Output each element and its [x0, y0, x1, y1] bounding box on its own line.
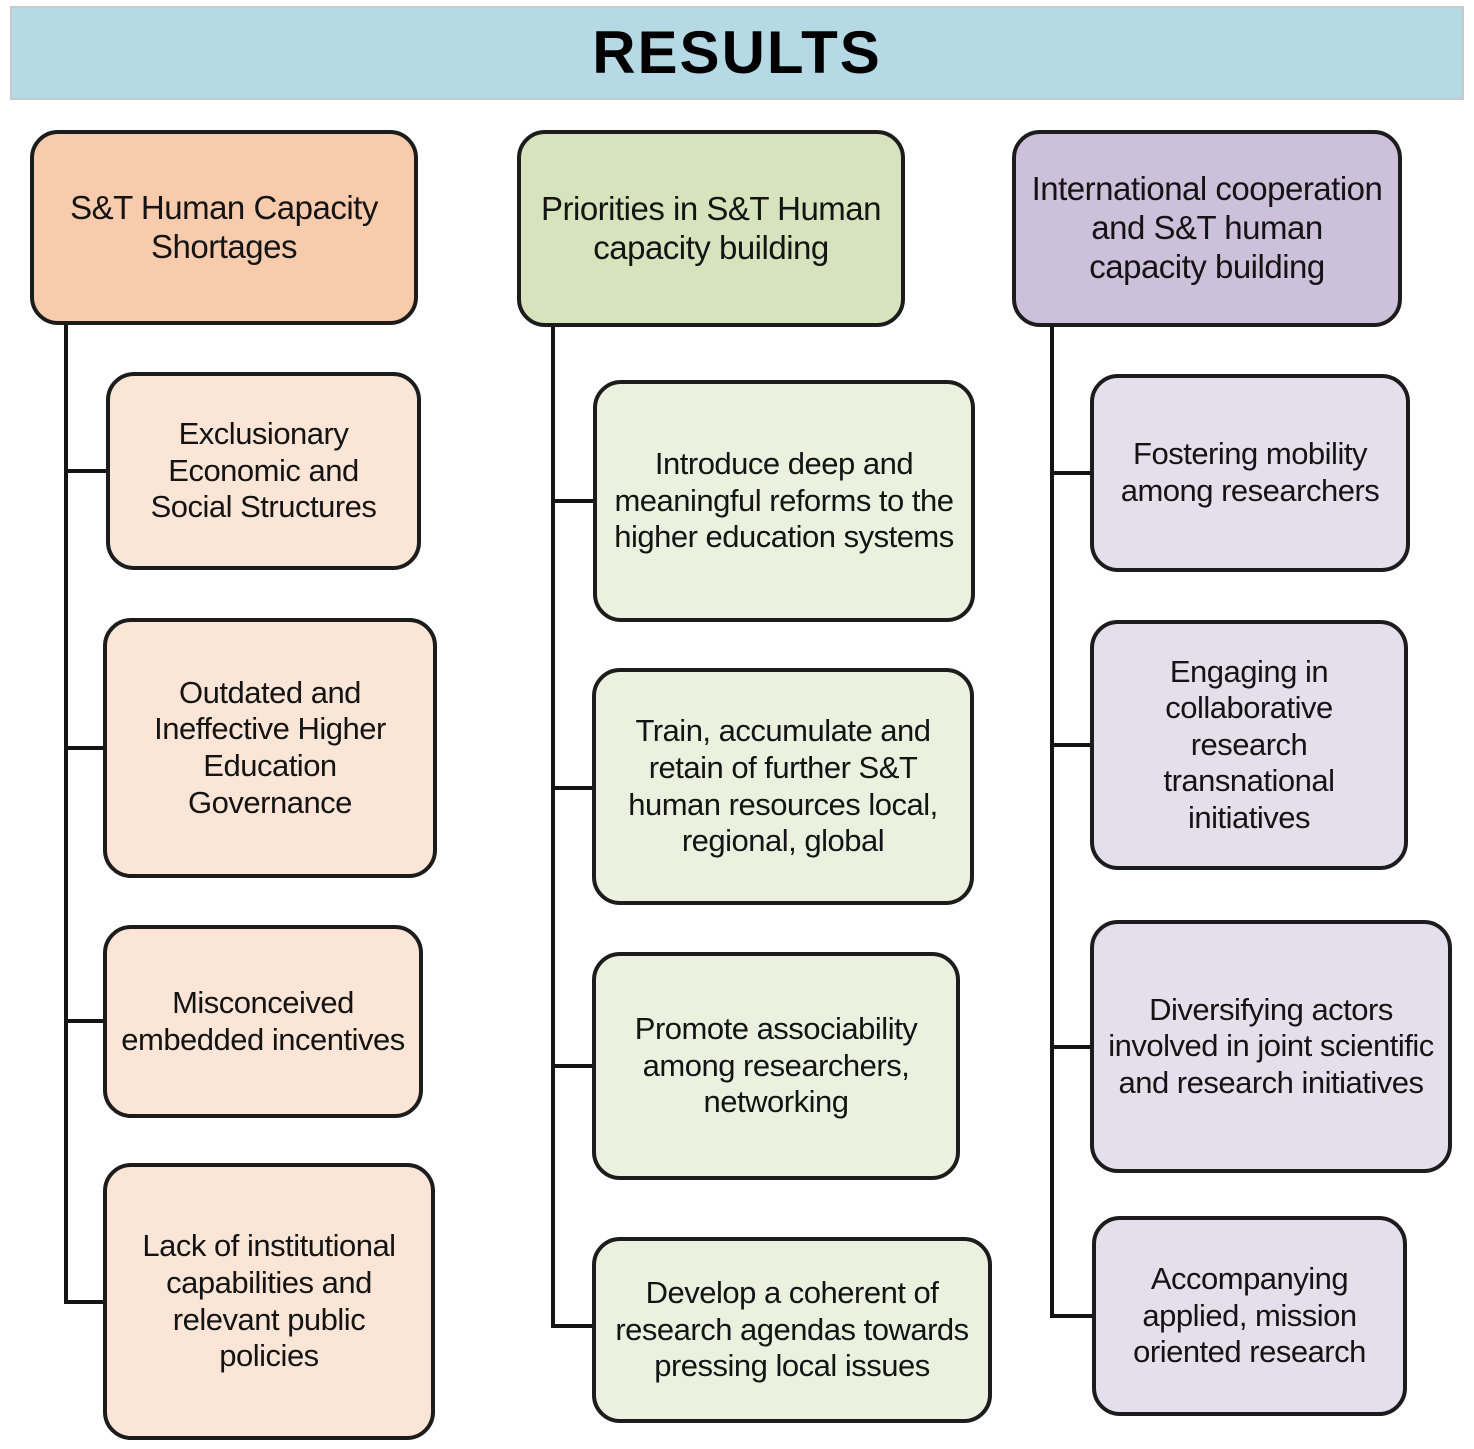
column2-item-1: Introduce deep and meaningful reforms to…	[593, 380, 975, 622]
column1-item-1: Exclusionary Economic and Social Structu…	[106, 372, 421, 570]
column3-header: International cooperation and S&T human …	[1012, 130, 1402, 327]
column2-item-1-label: Introduce deep and meaningful reforms to…	[614, 446, 954, 555]
column2-connector-branch-1	[551, 499, 595, 503]
column2-item-4: Develop a coherent of research agendas t…	[592, 1237, 992, 1423]
column3-item-3: Diversifying actors involved in joint sc…	[1090, 920, 1452, 1173]
column1-header: S&T Human Capacity Shortages	[30, 130, 418, 325]
column3-header-label: International cooperation and S&T human …	[1031, 170, 1383, 285]
column3-item-1-label: Fostering mobility among researchers	[1120, 436, 1380, 508]
column1-item-2: Outdated and Ineffective Higher Educatio…	[103, 618, 437, 878]
column1-item-3: Misconceived embedded incentives	[103, 925, 423, 1118]
column3-item-4: Accompanying applied, mission oriented r…	[1092, 1216, 1407, 1416]
column3-connector-branch-3	[1050, 1045, 1092, 1049]
column2-connector-branch-4	[551, 1324, 595, 1328]
column3-item-3-label: Diversifying actors involved in joint sc…	[1108, 991, 1434, 1100]
column2-item-3-label: Promote associability among researchers,…	[634, 1011, 918, 1120]
column3-connector-trunk	[1050, 325, 1054, 1318]
column2-header-label: Priorities in S&T Human capacity buildin…	[540, 189, 882, 266]
column1-connector-branch-1	[64, 469, 108, 473]
column2-connector-trunk	[551, 325, 555, 1328]
column1-item-4: Lack of institutional capabilities and r…	[103, 1163, 435, 1440]
title-banner: RESULTS	[10, 6, 1464, 100]
column2-connector-branch-2	[551, 786, 595, 790]
column3-connector-branch-4	[1050, 1314, 1092, 1318]
column1-item-3-label: Misconceived embedded incentives	[121, 984, 405, 1057]
column1-connector-branch-3	[64, 1019, 108, 1023]
column2-item-3: Promote associability among researchers,…	[592, 952, 960, 1180]
column3-connector-branch-1	[1050, 471, 1092, 475]
column3-item-2: Engaging in collaborative research trans…	[1090, 620, 1408, 870]
column3-item-2-label: Engaging in collaborative research trans…	[1163, 653, 1335, 835]
column1-item-4-label: Lack of institutional capabilities and r…	[142, 1228, 396, 1374]
column3-connector-branch-2	[1050, 743, 1092, 747]
column1-item-2-label: Outdated and Ineffective Higher Educatio…	[154, 674, 386, 820]
column1-connector-branch-4	[64, 1300, 108, 1304]
column2-item-2: Train, accumulate and retain of further …	[592, 668, 974, 905]
column2-item-2-label: Train, accumulate and retain of further …	[628, 713, 938, 859]
column1-item-1-label: Exclusionary Economic and Social Structu…	[150, 416, 377, 525]
column1-header-label: S&T Human Capacity Shortages	[70, 188, 378, 265]
column2-header: Priorities in S&T Human capacity buildin…	[517, 130, 905, 327]
column3-item-1: Fostering mobility among researchers	[1090, 374, 1410, 572]
column2-item-4-label: Develop a coherent of research agendas t…	[615, 1275, 969, 1384]
page-title: RESULTS	[592, 19, 882, 86]
column3-item-4-label: Accompanying applied, mission oriented r…	[1133, 1261, 1366, 1370]
column1-connector-trunk	[64, 323, 68, 1304]
column1-connector-branch-2	[64, 746, 108, 750]
column2-connector-branch-3	[551, 1064, 595, 1068]
